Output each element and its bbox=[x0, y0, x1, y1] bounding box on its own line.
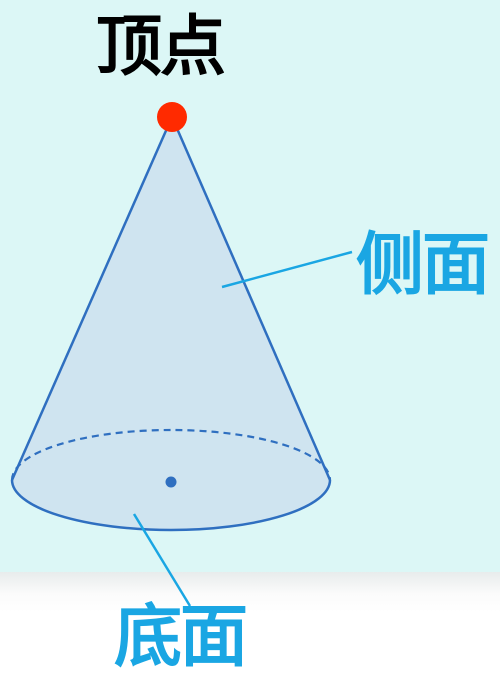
lateral-pointer-line bbox=[221, 250, 353, 289]
base-label: 底面 bbox=[114, 598, 248, 676]
base-back-arc bbox=[10, 428, 332, 481]
bottom-background bbox=[0, 572, 500, 676]
base-center-dot bbox=[165, 476, 177, 488]
apex-label: 顶点 bbox=[96, 8, 226, 85]
cone-left-edge bbox=[10, 116, 174, 481]
base-pointer-line bbox=[132, 513, 192, 607]
cone-lateral-surface bbox=[12, 117, 330, 530]
base-front-arc bbox=[10, 479, 332, 532]
apex-point bbox=[157, 102, 187, 132]
cone-right-edge bbox=[170, 116, 332, 481]
lateral-surface-label: 侧面 bbox=[356, 226, 490, 305]
